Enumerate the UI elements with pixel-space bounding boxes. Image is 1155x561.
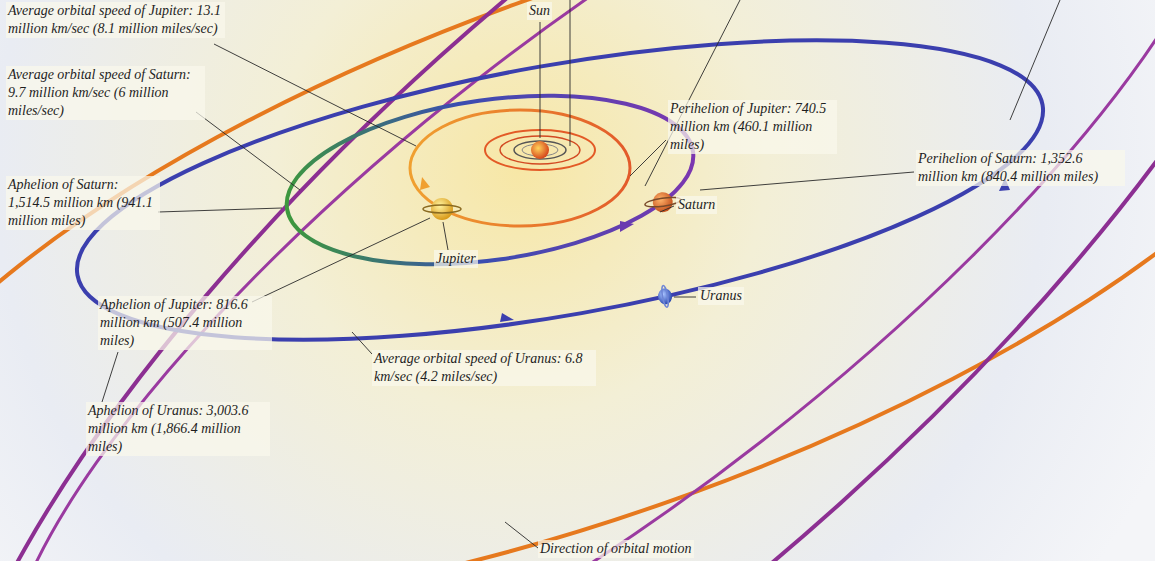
callout-label: Aphelion of Jupiter: 816.6 million km (5… (98, 296, 272, 350)
callout-label: Saturn (676, 196, 717, 214)
callout-label: Average orbital speed of Jupiter: 13.1 m… (6, 2, 225, 38)
callout-label: Aphelion of Saturn: 1,514.5 million km (… (6, 176, 160, 230)
callout-label: Perihelion of Saturn: 1,352.6 million km… (916, 150, 1125, 186)
callout-label: Jupiter (434, 250, 478, 268)
callout-label: Sun (527, 2, 552, 20)
callout-label: Aphelion of Uranus: 3,003.6 million km (… (86, 402, 270, 456)
callout-label: Direction of orbital motion (538, 540, 694, 558)
callout-label: Average orbital speed of Saturn: 9.7 mil… (6, 66, 205, 120)
callout-label: Perihelion of Jupiter: 740.5 million km … (668, 100, 837, 154)
callout-label: Uranus (698, 287, 744, 305)
callout-label: Average orbital speed of Uranus: 6.8 km/… (372, 350, 596, 386)
